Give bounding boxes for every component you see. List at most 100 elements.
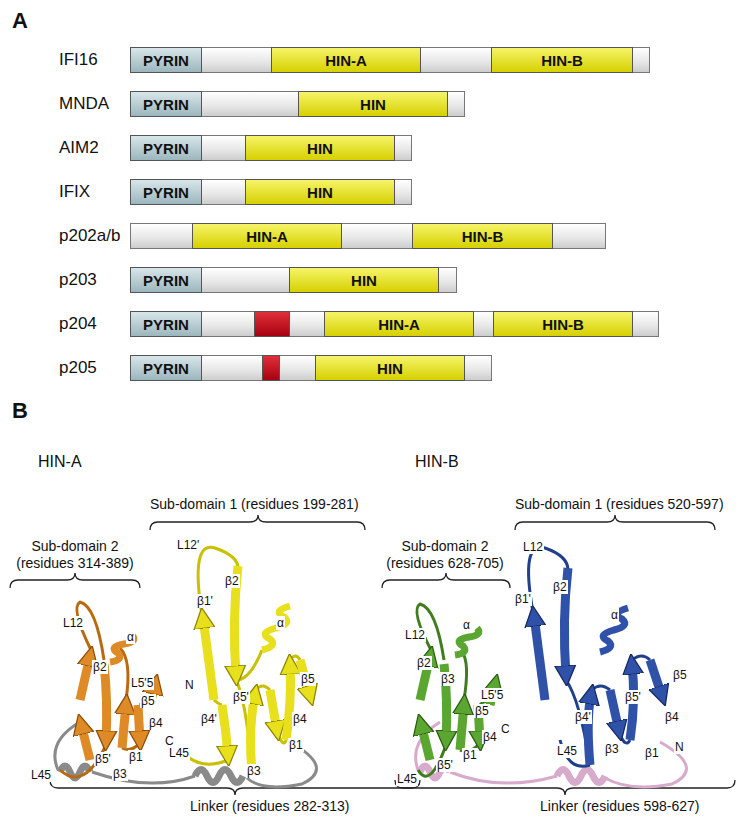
protein-bar: MNDAPYRINHIN — [130, 91, 465, 117]
structure-label: L12' — [176, 538, 200, 552]
structure-label: β1 — [644, 746, 660, 760]
structure-label: β1' — [514, 592, 532, 606]
structure-label: L45 — [30, 768, 52, 782]
domain-box: PYRIN — [130, 179, 202, 205]
structure-label: L12 — [404, 628, 426, 642]
panel-letter: A — [12, 8, 28, 34]
structure-label: β5' — [436, 758, 454, 772]
domain-name: HIN-A — [246, 228, 288, 245]
domain-box: HIN — [298, 91, 448, 117]
structure-label: L45 — [396, 772, 418, 786]
structure-label: β3 — [246, 764, 262, 778]
protein-bar: AIM2PYRINHIN — [130, 135, 412, 161]
structure-label: β4' — [200, 712, 218, 726]
protein-bar: p204PYRINHIN-AHIN-B — [130, 311, 659, 337]
domain-box: PYRIN — [130, 135, 202, 161]
domain-name: PYRIN — [143, 52, 189, 69]
panel-label: HIN-A — [38, 452, 82, 471]
structure-label: L5'5 — [480, 688, 504, 702]
panel-label: Linker (residues 282-313) — [190, 798, 350, 815]
panel-label: HIN-B — [415, 452, 459, 471]
structure-label: N — [674, 740, 685, 754]
structure-label: β5' — [232, 690, 250, 704]
protein-bar: p202a/bHIN-AHIN-B — [130, 223, 606, 249]
domain-box: PYRIN — [130, 355, 202, 381]
structure-label: β5' — [624, 690, 642, 704]
panel-label: Linker (residues 598-627) — [540, 798, 700, 815]
structure-label: β5 — [474, 704, 490, 718]
protein-bar: IFI16PYRINHIN-AHIN-B — [130, 47, 650, 73]
protein-name: MNDA — [59, 94, 109, 114]
structure-label: L5'5 — [130, 676, 154, 690]
domain-box: HIN-B — [493, 311, 633, 337]
structure-label: β2 — [224, 574, 240, 588]
structure-label: β4 — [664, 710, 680, 724]
panel-label: Sub-domain 1 (residues 199-281) — [150, 496, 359, 513]
domain-name: PYRIN — [143, 140, 189, 157]
domain-name: HIN — [351, 272, 377, 289]
panel-letter: B — [12, 398, 28, 424]
beta-strands — [534, 568, 662, 765]
structure-label: β5 — [300, 672, 316, 686]
domain-name: HIN-B — [462, 228, 504, 245]
domain-name: HIN-B — [542, 316, 584, 333]
domain-name: PYRIN — [143, 184, 189, 201]
insert-segment — [262, 355, 280, 381]
domain-box: HIN-B — [491, 47, 633, 73]
domain-box: HIN — [245, 179, 395, 205]
beta-strands — [203, 566, 310, 770]
subdomain1-loops — [180, 547, 300, 770]
domain-name: PYRIN — [143, 272, 189, 289]
structure-label: β4 — [148, 716, 164, 730]
structure-label: β4' — [574, 710, 592, 724]
domain-box: HIN-B — [412, 223, 553, 249]
protein-bar: p203PYRINHIN — [130, 267, 457, 293]
protein-name: p204 — [59, 314, 97, 334]
structure-label: C — [500, 722, 511, 736]
structure-label: β3 — [604, 742, 620, 756]
domain-box: HIN — [245, 135, 395, 161]
domain-name: HIN — [377, 360, 403, 377]
structure-label: α — [610, 608, 619, 622]
domain-box: PYRIN — [130, 267, 202, 293]
protein-name: p203 — [59, 270, 97, 290]
linker-ribbon — [416, 722, 687, 787]
panel-label: Sub-domain 1 (residues 520-597) — [515, 496, 724, 513]
linker-ribbon — [55, 722, 317, 787]
protein-name: p205 — [59, 358, 97, 378]
panel-label: Sub-domain 2 (residues 628-705) — [378, 538, 512, 572]
structure-label: β5' — [94, 752, 112, 766]
domain-name: HIN-A — [325, 52, 367, 69]
structure-label: α — [462, 618, 471, 632]
structure-label: β3 — [112, 767, 128, 781]
domain-box: HIN — [315, 355, 465, 381]
domain-box: HIN-A — [271, 47, 421, 73]
domain-name: HIN — [307, 184, 333, 201]
beta-strands — [80, 656, 155, 760]
structure-label: β5 — [672, 668, 688, 682]
protein-name: AIM2 — [59, 138, 99, 158]
structure-label: β2 — [552, 580, 568, 594]
structure-label: L12 — [522, 540, 544, 554]
structure-label: L12 — [62, 616, 84, 630]
protein-bar: p205PYRINHIN — [130, 355, 492, 381]
structure-label: β4 — [482, 730, 498, 744]
structure-label: β2 — [416, 656, 432, 670]
structure-label: α — [126, 630, 135, 644]
domain-box: PYRIN — [130, 47, 202, 73]
domain-box: HIN-A — [192, 223, 342, 249]
domain-name: HIN — [307, 140, 333, 157]
protein-bar: IFIXPYRINHIN — [130, 179, 412, 205]
structure-label: β1 — [128, 750, 144, 764]
domain-name: PYRIN — [143, 316, 189, 333]
structure-label: L45 — [556, 744, 578, 758]
domain-box: HIN-A — [324, 311, 474, 337]
domain-name: HIN-B — [541, 52, 583, 69]
structure-label: β5 — [140, 694, 156, 708]
alpha-helix — [600, 608, 628, 652]
insert-segment — [254, 311, 290, 337]
structure-label: N — [184, 678, 195, 692]
protein-name: IFI16 — [59, 50, 98, 70]
protein-name: p202a/b — [59, 226, 120, 246]
